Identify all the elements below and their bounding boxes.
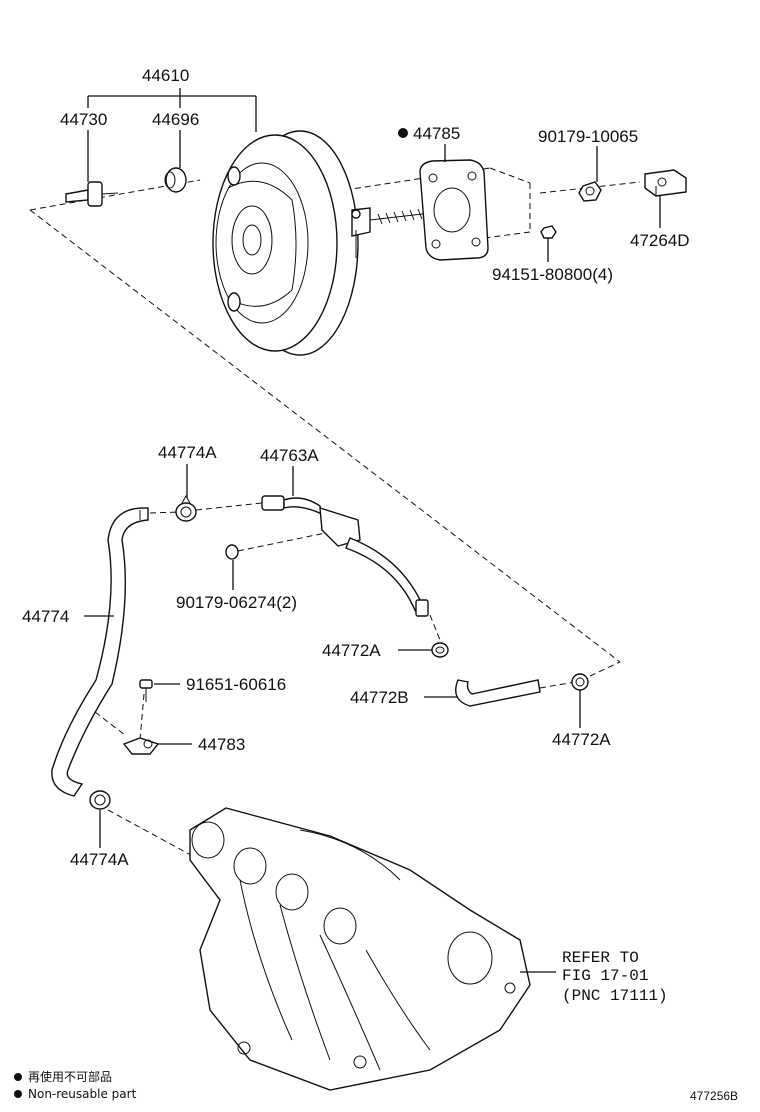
clamp-44772A-mid[interactable] bbox=[431, 642, 449, 658]
check-valve-44730[interactable] bbox=[65, 181, 119, 207]
bolt-91651-60616[interactable] bbox=[139, 679, 153, 702]
diagram-code: 477256B bbox=[690, 1089, 738, 1103]
label-44785[interactable]: 44785 bbox=[413, 124, 460, 143]
legend-bullet-en bbox=[14, 1090, 22, 1098]
legend: 再使用不可部品 Non-reusable part bbox=[14, 1069, 137, 1101]
clevis-47264D[interactable] bbox=[644, 169, 687, 197]
label-44763A[interactable]: 44763A bbox=[260, 446, 319, 465]
legend-bullet-jp bbox=[14, 1073, 22, 1081]
brake-booster-44610[interactable] bbox=[212, 130, 441, 356]
label-44774A-bottom[interactable]: 44774A bbox=[70, 850, 129, 869]
part-labels: 44610 44730 44696 44785 90179-10065 4726… bbox=[22, 66, 690, 869]
vacuum-hose-44774[interactable] bbox=[51, 507, 149, 797]
clamp-44774A-bottom[interactable] bbox=[89, 790, 111, 810]
label-91651-60616[interactable]: 91651-60616 bbox=[186, 675, 286, 694]
label-44772A-right[interactable]: 44772A bbox=[552, 730, 611, 749]
clamp-44772A-right[interactable] bbox=[571, 673, 589, 691]
grommet-44696[interactable] bbox=[164, 167, 187, 193]
nut-94151-80800[interactable] bbox=[540, 225, 557, 239]
leader-lines bbox=[84, 88, 661, 973]
refer-note: REFER TO FIG 17-01 (PNC 17111) bbox=[562, 949, 668, 1005]
label-44772B[interactable]: 44772B bbox=[350, 688, 409, 707]
label-44730[interactable]: 44730 bbox=[60, 110, 107, 129]
label-44774A-top[interactable]: 44774A bbox=[158, 443, 217, 462]
label-44774[interactable]: 44774 bbox=[22, 607, 69, 626]
label-44696[interactable]: 44696 bbox=[152, 110, 199, 129]
label-44783[interactable]: 44783 bbox=[198, 735, 245, 754]
legend-en: Non-reusable part bbox=[28, 1087, 137, 1101]
label-94151-80800[interactable]: 94151-80800(4) bbox=[492, 265, 613, 284]
vacuum-pipe-44763A[interactable] bbox=[261, 495, 429, 617]
legend-jp: 再使用不可部品 bbox=[28, 1069, 112, 1084]
refer-line-1: REFER TO bbox=[562, 949, 639, 967]
nut-90179-10065[interactable] bbox=[578, 181, 602, 202]
non-reusable-marker-44785 bbox=[398, 128, 408, 138]
refer-line-3: (PNC 17111) bbox=[562, 987, 668, 1005]
label-90179-10065[interactable]: 90179-10065 bbox=[538, 127, 638, 146]
gasket-44785[interactable] bbox=[419, 159, 489, 261]
refer-line-2[interactable]: FIG 17-01 bbox=[562, 967, 648, 985]
label-47264D[interactable]: 47264D bbox=[630, 231, 690, 250]
hose-44772B[interactable] bbox=[455, 679, 541, 707]
label-44610[interactable]: 44610 bbox=[142, 66, 189, 85]
nut-90179-06274[interactable] bbox=[225, 544, 239, 560]
hose-clamp-44783[interactable] bbox=[122, 737, 160, 755]
lower-assembly-dashes bbox=[94, 502, 621, 861]
label-90179-06274[interactable]: 90179-06274(2) bbox=[176, 593, 297, 612]
intake-manifold[interactable] bbox=[189, 807, 531, 1091]
clamp-44774A-top[interactable] bbox=[175, 494, 197, 522]
label-44772A-mid[interactable]: 44772A bbox=[322, 641, 381, 660]
